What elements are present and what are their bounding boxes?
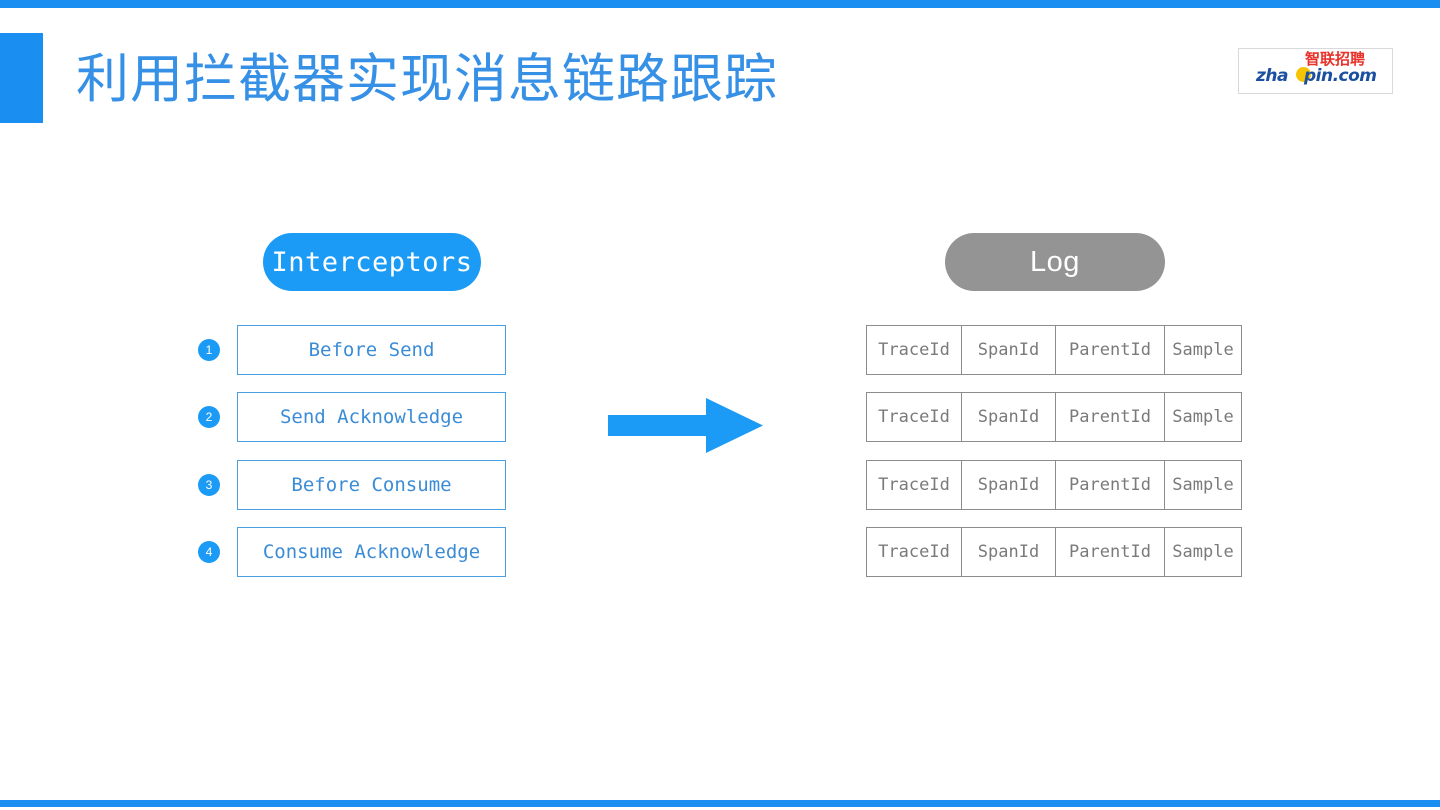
log-cell-sample: Sample: [1164, 527, 1242, 577]
step-label-box[interactable]: Send Acknowledge: [237, 392, 506, 442]
zhaopin-logo: 智联招聘 zha pin.com: [1238, 48, 1393, 94]
log-cell-spanid: SpanId: [961, 460, 1056, 510]
logo-chinese-text: 智联招聘: [1305, 50, 1366, 68]
log-cell-traceid: TraceId: [866, 460, 962, 510]
step-number-badge: 1: [198, 339, 220, 361]
top-accent-bar: [0, 0, 1440, 8]
table-row: TraceId SpanId ParentId Sample: [866, 325, 1244, 375]
interceptors-heading-pill: Interceptors: [263, 233, 481, 291]
table-row: TraceId SpanId ParentId Sample: [866, 460, 1244, 510]
log-cell-traceid: TraceId: [866, 392, 962, 442]
log-cell-parentid: ParentId: [1055, 460, 1165, 510]
page-title: 利用拦截器实现消息链路跟踪: [76, 50, 778, 109]
log-cell-sample: Sample: [1164, 392, 1242, 442]
log-heading-pill: Log: [945, 233, 1165, 291]
log-cell-sample: Sample: [1164, 460, 1242, 510]
table-row: TraceId SpanId ParentId Sample: [866, 527, 1244, 577]
interceptor-step-1[interactable]: 1 Before Send: [198, 325, 508, 375]
step-label-box[interactable]: Before Send: [237, 325, 506, 375]
step-number-badge: 2: [198, 406, 220, 428]
log-cell-traceid: TraceId: [866, 325, 962, 375]
log-cell-parentid: ParentId: [1055, 325, 1165, 375]
interceptor-step-3[interactable]: 3 Before Consume: [198, 460, 508, 510]
log-cell-parentid: ParentId: [1055, 527, 1165, 577]
logo-latin-left: zha: [1256, 66, 1288, 86]
step-label-box[interactable]: Consume Acknowledge: [237, 527, 506, 577]
log-cell-spanid: SpanId: [961, 392, 1056, 442]
log-cell-parentid: ParentId: [1055, 392, 1165, 442]
bottom-accent-bar: [0, 800, 1440, 807]
interceptor-step-2[interactable]: 2 Send Acknowledge: [198, 392, 508, 442]
right-arrow-icon: [608, 398, 763, 453]
interceptor-step-4[interactable]: 4 Consume Acknowledge: [198, 527, 508, 577]
table-row: TraceId SpanId ParentId Sample: [866, 392, 1244, 442]
logo-latin-text: zha pin.com: [1256, 66, 1377, 86]
log-cell-spanid: SpanId: [961, 325, 1056, 375]
log-cell-sample: Sample: [1164, 325, 1242, 375]
logo-dot-icon: [1296, 67, 1311, 82]
log-cell-spanid: SpanId: [961, 527, 1056, 577]
step-number-badge: 4: [198, 541, 220, 563]
log-cell-traceid: TraceId: [866, 527, 962, 577]
title-accent-block: [0, 33, 43, 123]
logo-latin-right: pin.com: [1303, 66, 1377, 86]
step-label-box[interactable]: Before Consume: [237, 460, 506, 510]
step-number-badge: 3: [198, 474, 220, 496]
